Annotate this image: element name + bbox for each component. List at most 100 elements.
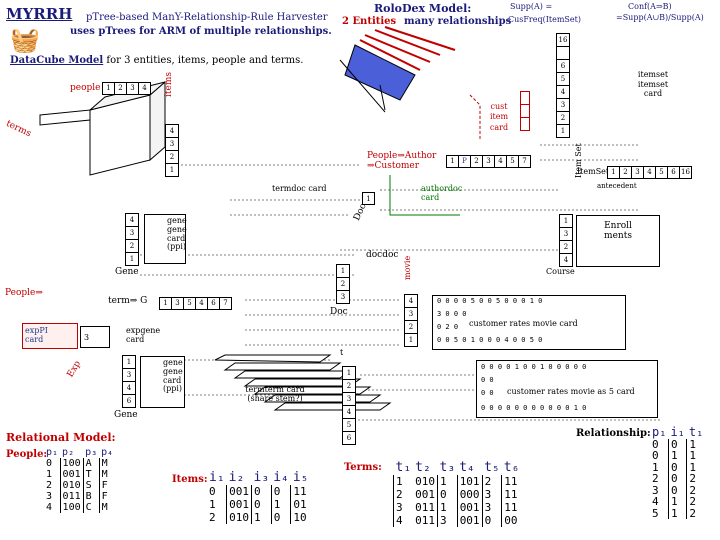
gene2-card-line: (ppi)	[163, 384, 183, 394]
table-cell: 1	[686, 439, 706, 451]
doc-idx-cell: 2	[336, 277, 350, 291]
datacube-heading: DataCube Model for 3 entities, items, pe…	[10, 56, 303, 66]
table-cell: 3	[437, 514, 458, 527]
customer-rates-movie-card: 0 0 0 0 5 0 0 5 0 0 0 1 0 3 0 0 0 0 2 0 …	[432, 295, 626, 350]
table-cell: B	[82, 491, 100, 502]
gene-card-line: gene	[167, 216, 187, 225]
course-index-col: 1 3 2 4	[559, 214, 573, 267]
antecedent-label: antecedent	[597, 182, 637, 190]
gene-index-col-2: 1 3 4 6	[122, 355, 136, 408]
rolodex-title: RoloDex Model:	[374, 2, 472, 15]
itemset-card-label: itemset itemset card	[637, 70, 669, 99]
cust-item-card-label: cust item card	[489, 102, 509, 132]
term-col-cell: 5	[342, 418, 356, 432]
table-cell: 001	[226, 498, 252, 511]
gene-card-line: gene	[167, 224, 187, 234]
term-index-row: 1 3 5 4 6 7	[159, 297, 232, 310]
gene2-idx-cell: 6	[122, 394, 136, 408]
term-col-cell: 6	[342, 431, 356, 445]
gene-idx-cell: 4	[125, 213, 139, 227]
customer-label: ⇒Customer	[367, 161, 420, 171]
items-axis-label: items	[164, 72, 174, 97]
rates-row-3: 0 2 0	[437, 323, 459, 331]
table-cell: 010	[415, 475, 436, 488]
table-cell: 1	[667, 450, 687, 462]
doc-idx-cell: 1	[336, 264, 350, 278]
table-cell: 2	[393, 488, 414, 501]
table-header-cell: t₄	[459, 460, 475, 475]
term-idx-cell: 7	[219, 297, 232, 310]
table-cell: 01	[290, 498, 311, 511]
itemset-idx-cell	[556, 46, 570, 60]
exppi-label: expPI card	[25, 326, 48, 344]
supp-line-2: CusFreq(ItemSet)	[508, 15, 581, 24]
term-col-cell: 3	[342, 392, 356, 406]
course-idx-cell: 4	[559, 253, 573, 267]
table-header-row: p₁ p₂ p₃ p₄	[44, 447, 115, 458]
table-cell: C	[82, 502, 100, 513]
table-cell: 0	[667, 485, 687, 497]
table-cell: 001	[456, 501, 483, 514]
itemset-idx-cell: 5	[556, 72, 570, 86]
table-cell: 4	[46, 502, 53, 513]
cust-stripe-cell	[520, 117, 530, 131]
course-idx-cell: 3	[559, 227, 573, 241]
itemset-idx-cell: 1	[556, 124, 570, 138]
table-cell: 0	[270, 511, 291, 524]
exp-row-box: 3	[80, 326, 110, 348]
term-col-cell: 4	[342, 405, 356, 419]
table-header-cell: t₅	[484, 460, 500, 475]
gene-label: Gene	[115, 267, 139, 277]
table-cell: F	[98, 480, 116, 491]
table-cell: M	[98, 458, 116, 469]
cust-movie5-label: customer rates movie as 5 card	[507, 387, 635, 396]
gene2-idx-cell: 3	[122, 368, 136, 382]
author-cell: 7	[518, 155, 531, 168]
movie-axis-label: movie	[403, 255, 412, 280]
relational-title: Relational Model:	[6, 431, 116, 444]
itemset-index-col: 16 6 5 4 3 2 1	[556, 33, 570, 138]
table-header-cell: t₁	[688, 425, 704, 439]
table-cell: M	[98, 469, 116, 480]
table-header-cell: i₁	[670, 425, 685, 439]
table-cell: 3	[481, 488, 502, 501]
course-label: Course	[546, 267, 575, 276]
items-idx-cell: 2	[165, 150, 179, 164]
table-cell: S	[82, 480, 100, 491]
table-cell: 0	[652, 449, 659, 463]
gene2-card-line: card	[163, 375, 182, 385]
relationships-label: many relationships	[404, 16, 512, 27]
table-cell: 010	[59, 480, 84, 491]
gene2-card-line: gene	[163, 358, 183, 367]
items-idx-cell: 4	[165, 124, 179, 138]
table-cell: 2	[481, 475, 502, 488]
table-cell: 011	[415, 501, 436, 514]
people-index-row: 1 2 3 4	[102, 82, 151, 95]
table-cell: 000	[456, 488, 483, 501]
doc-index-col: 1 2 3	[336, 264, 350, 304]
rates-row-4: 0 0 5 0 1 0 0 0 4 0 0 5 0	[437, 336, 543, 344]
rates5-row-2: 0 0	[481, 376, 494, 384]
table-header-cell: p₄	[101, 447, 114, 458]
table-cell: 1	[667, 496, 687, 508]
table-cell: 001	[415, 488, 436, 501]
table-cell: 0	[667, 439, 687, 451]
brand-title: MYRRH	[6, 5, 73, 23]
table-cell: 1	[686, 462, 706, 474]
table-cell: 011	[59, 491, 84, 502]
table-cell: 1	[251, 511, 272, 524]
term-col: 1 2 3 4 5 6	[342, 366, 356, 445]
table-cell: 2	[686, 473, 706, 485]
table-cell: 001	[59, 469, 84, 480]
gene-idx-cell: 3	[125, 226, 139, 240]
people-idx-cell: 2	[114, 82, 127, 95]
